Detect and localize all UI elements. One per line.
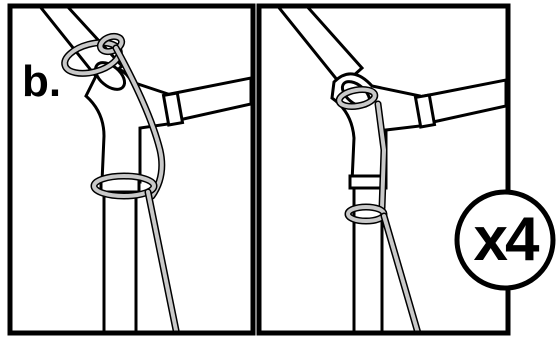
multiplier-label: x4 [473, 204, 540, 274]
multiplier-badge [454, 189, 556, 291]
panel-border-left [7, 3, 256, 336]
frame-joint-illustration-right [277, 8, 506, 331]
panel-border-right [256, 3, 511, 336]
frame-joint-illustration-left [39, 8, 251, 331]
panel-right [277, 8, 506, 331]
rope-icon [61, 32, 180, 331]
rope-icon [335, 86, 422, 331]
step-label: b. [22, 57, 62, 106]
panel-left [39, 8, 251, 331]
